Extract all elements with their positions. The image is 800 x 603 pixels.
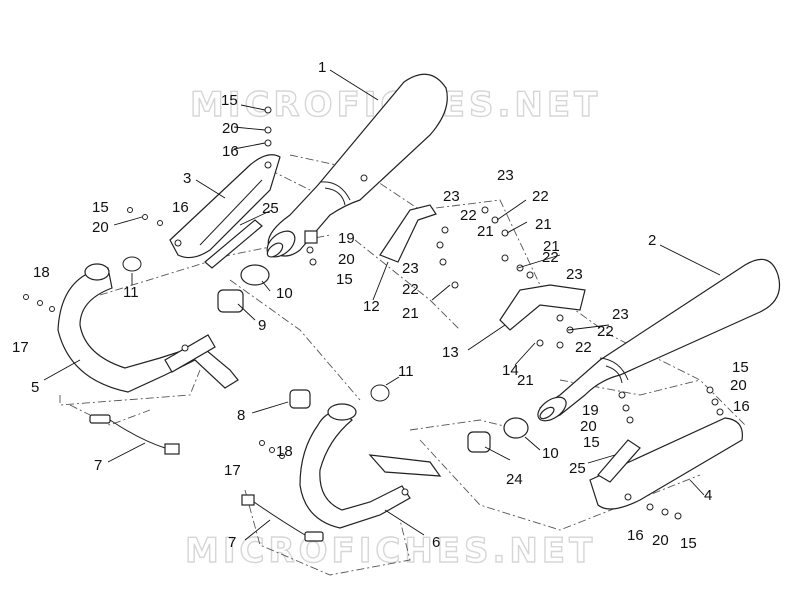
watermark-bottom: MICROFICHES.NET <box>185 531 596 571</box>
callout-22-a: 22 <box>460 207 477 224</box>
callout-8: 8 <box>237 407 245 424</box>
callout-16-d: 16 <box>627 527 644 544</box>
callout-14: 14 <box>502 362 519 379</box>
callout-3: 3 <box>183 170 191 187</box>
heat-shield-strip-lower <box>597 439 641 483</box>
callout-21-b: 21 <box>535 216 552 233</box>
sleeve-10-lower <box>503 417 529 439</box>
callout-7-lower: 7 <box>228 534 236 551</box>
clamp-9 <box>217 289 244 313</box>
callout-10-upper: 10 <box>276 285 293 302</box>
callout-6: 6 <box>432 534 440 551</box>
callout-16-c: 16 <box>733 398 750 415</box>
callout-15-b: 15 <box>92 199 109 216</box>
callout-10-lower: 10 <box>542 445 559 462</box>
callout-23-b: 23 <box>497 167 514 184</box>
callout-15-e: 15 <box>732 359 749 376</box>
callout-22-c: 22 <box>542 249 559 266</box>
callout-23-a: 23 <box>443 188 460 205</box>
callout-20-c: 20 <box>338 251 355 268</box>
callout-22-b: 22 <box>532 188 549 205</box>
callout-9: 9 <box>258 317 266 334</box>
oxygen-sensor-lower <box>241 494 324 542</box>
callout-24: 24 <box>506 471 523 488</box>
callouts: 1 2 3 4 5 6 7 7 8 9 10 10 11 11 12 13 14… <box>12 59 750 552</box>
oxygen-sensor-upper <box>89 414 180 455</box>
callout-17-b: 17 <box>224 462 241 479</box>
callout-16-b: 16 <box>172 199 189 216</box>
callout-15-c: 15 <box>336 271 353 288</box>
callout-1: 1 <box>318 59 326 76</box>
exhaust-header-upper <box>57 263 239 393</box>
callout-19-a: 19 <box>338 230 355 247</box>
callout-23-d: 23 <box>566 266 583 283</box>
callout-23-e: 23 <box>612 306 629 323</box>
callout-22-f: 22 <box>575 339 592 356</box>
callout-23-c: 23 <box>402 260 419 277</box>
callout-20-d: 20 <box>580 418 597 435</box>
heat-shield-strip-upper <box>204 219 263 269</box>
clamp-24 <box>467 431 491 453</box>
callout-25-b: 25 <box>569 460 586 477</box>
callout-11-upper: 11 <box>123 284 139 301</box>
callout-21-a: 21 <box>477 223 494 240</box>
gasket-11-upper <box>122 256 142 272</box>
exhaust-header-lower <box>299 403 442 529</box>
callout-2: 2 <box>648 232 656 249</box>
callout-20-a: 20 <box>222 120 239 137</box>
callout-18-b: 18 <box>276 443 293 460</box>
callout-21-e: 21 <box>517 372 534 389</box>
callout-20-e: 20 <box>730 377 747 394</box>
callout-15-a: 15 <box>221 92 238 109</box>
clamp-8 <box>289 389 311 409</box>
callout-5: 5 <box>31 379 39 396</box>
heat-shield-upper <box>169 154 281 259</box>
callout-25-a: 25 <box>262 200 279 217</box>
sleeve-10-upper <box>240 264 270 286</box>
heat-shield-lower <box>589 417 743 510</box>
rear-muffler-upper <box>266 73 448 258</box>
rear-muffler-lower <box>537 258 781 422</box>
callout-21-c: 21 <box>543 238 560 255</box>
bracket-12 <box>379 204 437 263</box>
callout-11-lower: 11 <box>398 363 414 380</box>
callout-22-d: 22 <box>402 281 419 298</box>
callout-19-b: 19 <box>582 402 599 419</box>
callout-20-b: 20 <box>92 219 109 236</box>
hardware <box>23 106 724 520</box>
gasket-11-lower <box>370 384 390 402</box>
callout-17-a: 17 <box>12 339 29 356</box>
leader-lines <box>43 69 721 541</box>
callout-7-upper: 7 <box>94 457 102 474</box>
callout-22-e: 22 <box>597 323 614 340</box>
callout-15-d: 15 <box>583 434 600 451</box>
callout-15-f: 15 <box>680 535 697 552</box>
bracket-13 <box>499 284 586 331</box>
callout-12: 12 <box>363 298 380 315</box>
callout-18-a: 18 <box>33 264 50 281</box>
callout-16-a: 16 <box>222 143 239 160</box>
callout-4: 4 <box>704 487 712 504</box>
callout-13: 13 <box>442 344 459 361</box>
callout-21-d: 21 <box>402 305 419 322</box>
callout-20-f: 20 <box>652 532 669 549</box>
